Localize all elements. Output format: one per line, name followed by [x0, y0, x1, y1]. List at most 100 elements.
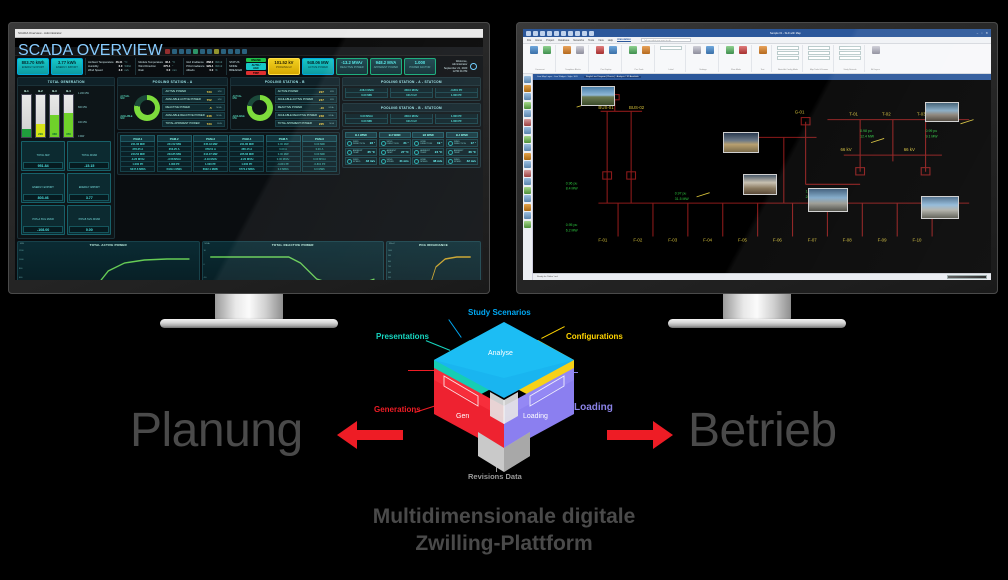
plant-overview-photo[interactable] — [925, 102, 959, 122]
doc-tab-single-line-diagram[interactable]: Single-Line Diagram (Classic) - Analysis… — [583, 76, 641, 78]
frame2-icon[interactable] — [808, 51, 830, 55]
load-icon[interactable] — [524, 144, 531, 151]
map-icon[interactable] — [808, 46, 830, 50]
display-icon[interactable] — [607, 46, 618, 54]
settings-icon[interactable] — [206, 48, 212, 54]
minimize-icon[interactable]: − — [976, 31, 979, 35]
block-icon[interactable] — [561, 46, 572, 54]
text-icon[interactable] — [757, 46, 768, 54]
line-icon[interactable] — [627, 46, 638, 54]
network-icon[interactable] — [839, 46, 861, 50]
generator-icon[interactable] — [524, 135, 531, 143]
layer-icon[interactable] — [524, 212, 531, 219]
search-icon[interactable] — [241, 48, 247, 54]
switchyard-photo[interactable] — [723, 132, 759, 153]
metric-apparent-power[interactable]: 948.2 MVA APPARENT POWER — [369, 58, 402, 75]
tab-networks[interactable]: Networks — [573, 38, 585, 42]
print-icon[interactable] — [554, 30, 559, 36]
photo-icon[interactable] — [524, 203, 531, 211]
transformer-icon[interactable] — [524, 118, 531, 126]
tab-home[interactable]: Home — [535, 38, 543, 42]
new-icon[interactable] — [561, 30, 566, 36]
tab-view[interactable]: View — [598, 38, 604, 42]
export-icon[interactable] — [199, 48, 205, 54]
tab-database[interactable]: Database — [558, 38, 570, 42]
motor-icon[interactable] — [524, 169, 531, 177]
flow-icon[interactable] — [724, 46, 735, 54]
ribbon-search-input[interactable]: Tell me what you want to do — [640, 37, 691, 43]
doc-tab-line-map[interactable]: Line Map Layer - Line Widget - Style: SL… — [537, 76, 578, 78]
measure-icon[interactable] — [524, 101, 531, 109]
gear-icon[interactable] — [691, 46, 702, 54]
metric-power-factor[interactable]: 1.000 POWER FACTOR — [403, 58, 436, 75]
page-setup-icon[interactable] — [528, 46, 539, 54]
scada-toolbar[interactable]: SCADA OVERVIEW — [15, 42, 483, 59]
tab-tools[interactable]: Tools — [588, 38, 595, 42]
cable-icon[interactable] — [524, 152, 531, 160]
metric-pooling-kv[interactable]: 101.52 kV POOLING kV — [267, 58, 300, 75]
tab-annotation[interactable]: Annotation — [617, 38, 631, 42]
copy-icon[interactable] — [575, 30, 580, 36]
report-icon[interactable] — [227, 48, 233, 54]
window-controls[interactable]: − ▫ ✕ — [977, 31, 988, 35]
tab-project[interactable]: Project — [546, 38, 555, 42]
print-icon[interactable] — [192, 48, 198, 54]
kpi-energy-export[interactable]: 803.70 kWh ENERGY EXPORT — [17, 58, 49, 75]
template-icon[interactable] — [574, 46, 585, 54]
pen-icon[interactable] — [594, 46, 605, 54]
grid-icon[interactable] — [524, 220, 531, 228]
layers-icon[interactable] — [870, 46, 881, 54]
refresh-icon[interactable] — [171, 48, 177, 54]
trend-icon[interactable] — [220, 48, 226, 54]
maximize-icon[interactable]: ▫ — [981, 31, 983, 35]
save-icon[interactable] — [526, 30, 531, 36]
metric-active-power[interactable]: 948.06 MW ACTIVE POWER — [301, 58, 334, 75]
control-room-photo[interactable] — [921, 196, 959, 219]
relay-icon[interactable] — [524, 161, 531, 168]
options-icon[interactable] — [704, 46, 715, 54]
alarm-icon[interactable] — [213, 48, 219, 54]
pan-icon[interactable] — [524, 84, 531, 92]
transformer-yard-photo[interactable] — [743, 174, 777, 195]
tab-help[interactable]: Help — [607, 38, 614, 42]
undo-icon[interactable] — [533, 30, 538, 36]
grid-icon[interactable] — [568, 30, 573, 36]
cad-ribbon-tabs[interactable]: File Home Project Database Networks Tool… — [523, 37, 991, 44]
breaker-icon[interactable] — [524, 127, 531, 134]
redo-icon[interactable] — [540, 30, 545, 36]
kpi-energy-import[interactable]: 3.77 kWh ENERGY IMPORT — [51, 58, 83, 75]
style-field[interactable] — [777, 56, 799, 60]
capacitor-icon[interactable] — [524, 178, 531, 185]
cad-document-tabs[interactable]: Line Map Layer - Line Widget - Style: SL… — [533, 74, 991, 80]
zoom-out-icon[interactable] — [185, 48, 191, 54]
powerplant-photo[interactable] — [808, 188, 848, 212]
meter-icon[interactable] — [524, 186, 531, 194]
scale-field[interactable] — [808, 56, 830, 60]
home-icon[interactable] — [164, 48, 170, 54]
avatar[interactable] — [470, 63, 477, 70]
substation-photo[interactable] — [581, 86, 615, 106]
filter-icon[interactable] — [234, 48, 240, 54]
tab-file[interactable]: File — [527, 38, 532, 42]
frame-icon[interactable] — [541, 46, 552, 54]
size-icon[interactable] — [777, 51, 799, 55]
search-icon[interactable] — [589, 30, 594, 36]
revision-field[interactable] — [839, 56, 861, 60]
zoom-box-icon[interactable] — [524, 93, 531, 100]
cad-quick-access-toolbar[interactable]: Sample 01 - SLD with Map − ▫ ✕ — [523, 29, 991, 37]
zoom-in-icon[interactable] — [178, 48, 184, 54]
bus-icon[interactable] — [524, 110, 531, 117]
pointer-icon[interactable] — [524, 76, 531, 83]
metric-reactive-power[interactable]: -13.2 MVAr REACTIVE POWER — [335, 58, 368, 75]
close-icon[interactable]: ✕ — [985, 31, 988, 35]
arc-icon[interactable] — [640, 46, 651, 54]
cad-canvas-container[interactable]: Line Map Layer - Line Widget - Style: SL… — [533, 74, 991, 280]
open-icon[interactable] — [547, 30, 552, 36]
font-icon[interactable] — [777, 46, 799, 50]
mode-icon[interactable] — [737, 46, 748, 54]
zoom-icon[interactable] — [582, 30, 587, 36]
cad-tool-palette[interactable] — [523, 74, 533, 280]
annotation-icon[interactable] — [524, 195, 531, 202]
label-field[interactable] — [660, 46, 682, 50]
